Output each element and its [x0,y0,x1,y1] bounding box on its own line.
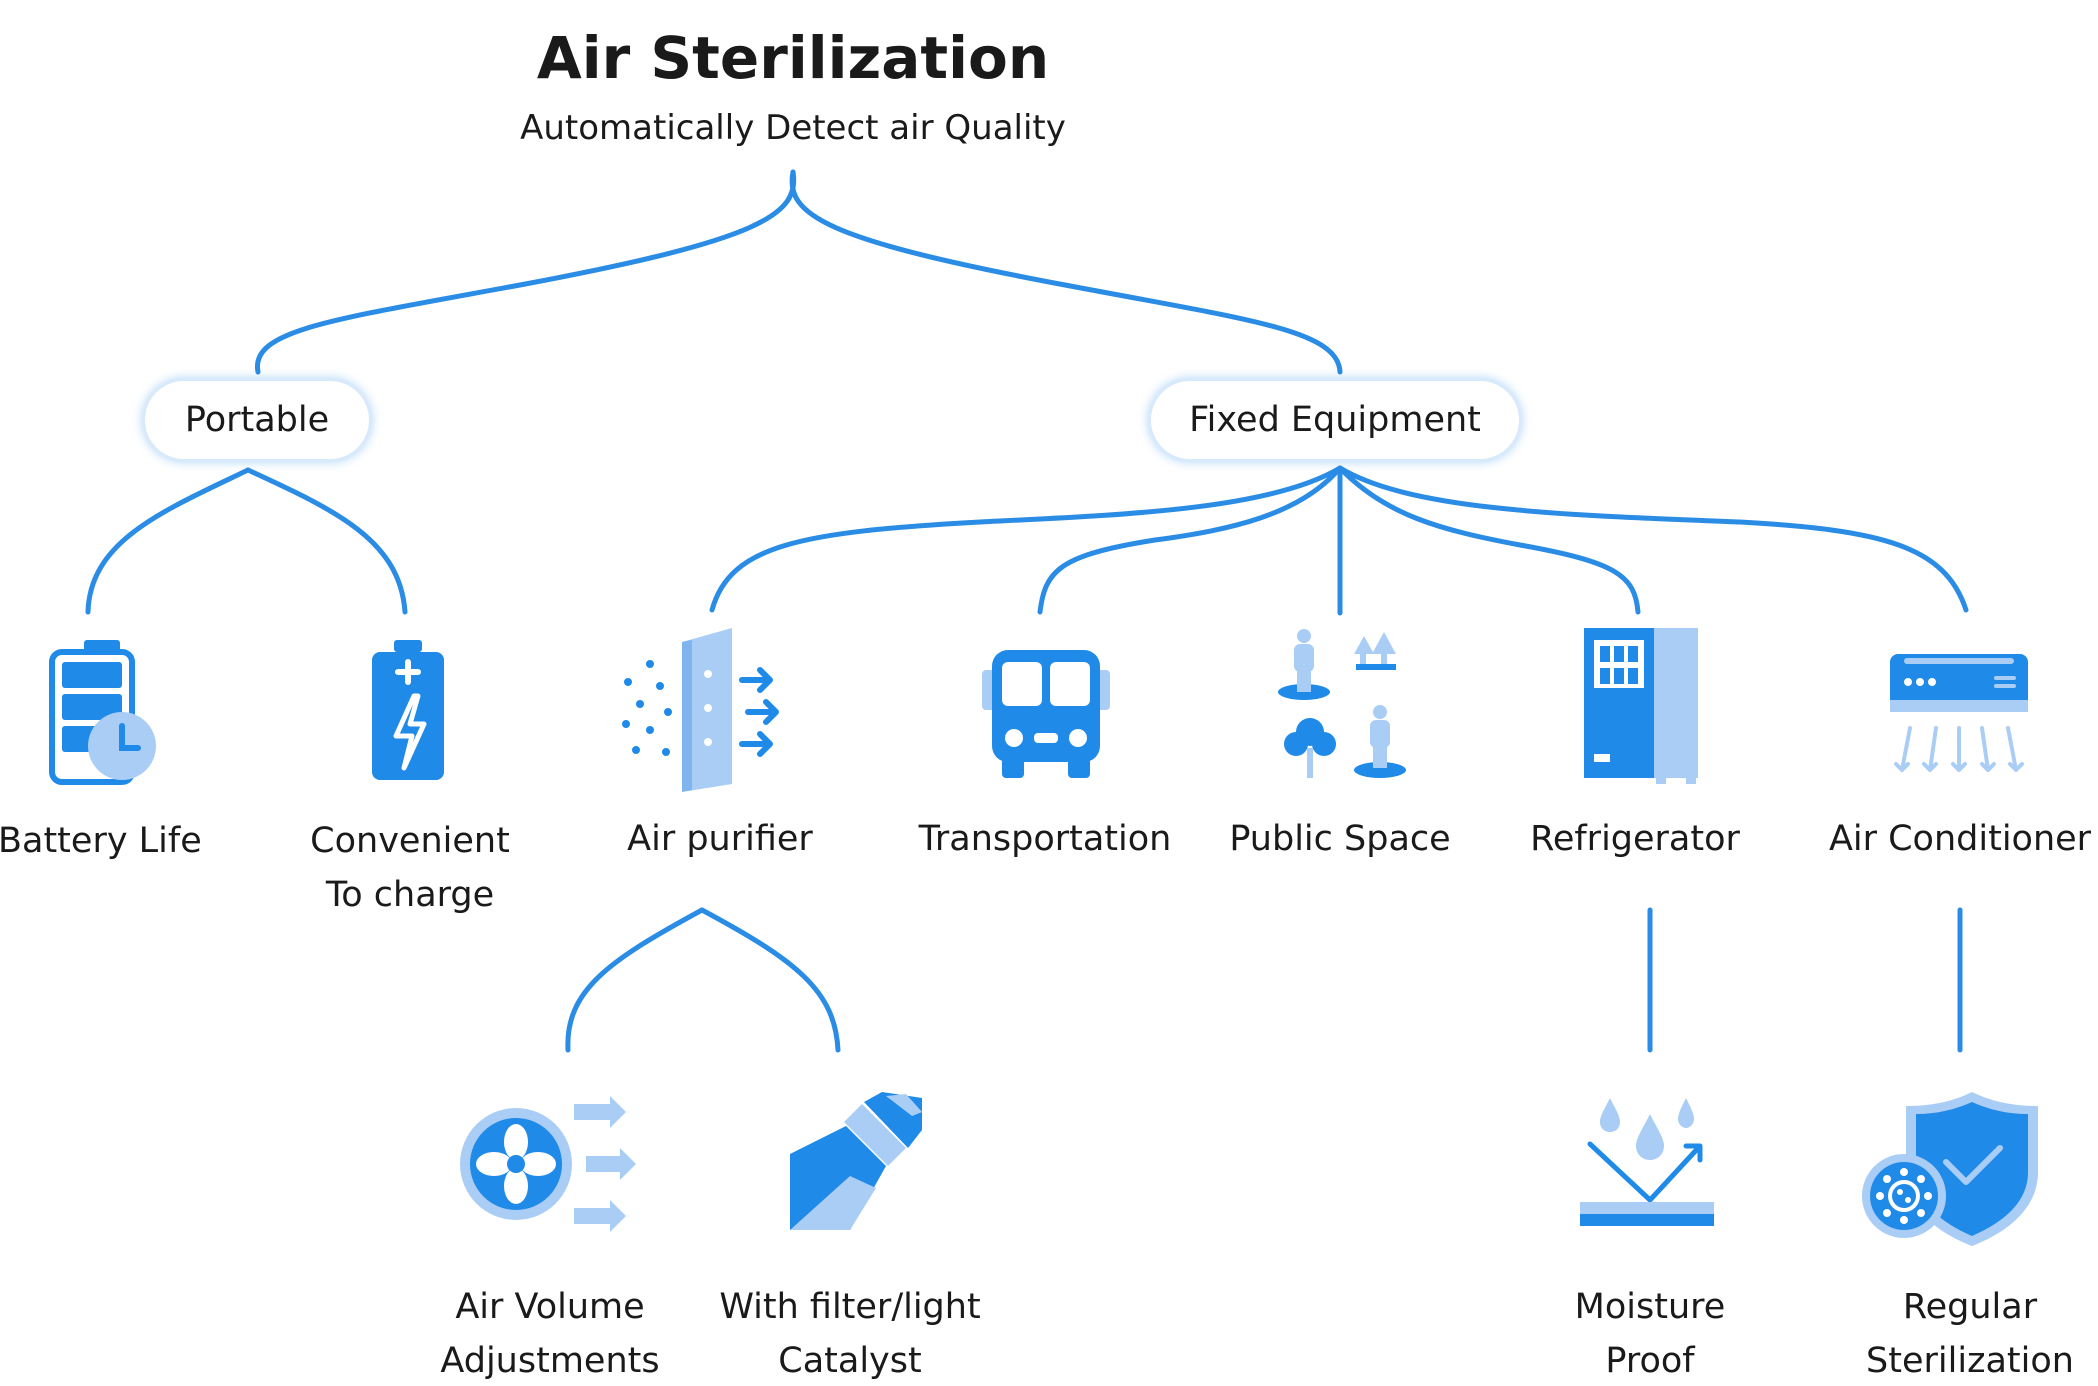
label-air-volume: Air Volume [455,1287,645,1327]
label-sterilization: Sterilization [1866,1341,2074,1381]
label-regular: Regular [1902,1287,2038,1327]
connector-purifier-features-right [699,907,841,1053]
label-air-conditioner: Air Conditioner [1828,819,2092,859]
fan-airflow-icon [460,1096,636,1232]
battery-clock-icon [49,640,156,785]
connector-fixed-transport [1037,465,1343,615]
connector-fixed-conditioner [1337,465,1969,613]
water-drops-icon [1580,1098,1714,1226]
diagram-subtitle: Automatically Detect air Quality [520,108,1066,148]
air-purifier-icon [622,628,779,792]
label-convenient: Convenient [310,821,510,861]
diagram-title: Air Sterilization [536,24,1050,92]
label-public-space: Public Space [1229,819,1451,859]
label-air-purifier: Air purifier [627,819,813,859]
bus-icon [982,650,1110,778]
people-trees-icon [1278,629,1406,778]
connector-root-portable [254,169,797,375]
label-to-charge: To charge [325,875,495,915]
air-conditioner-icon [1890,654,2028,772]
label-proof: Proof [1605,1341,1695,1381]
label-with-filter: With filter/light [719,1287,981,1327]
refrigerator-icon [1584,628,1698,784]
connector-root-fixed [789,169,1343,375]
label-refrigerator: Refrigerator [1530,819,1740,859]
label-catalyst: Catalyst [778,1341,922,1381]
label-moisture: Moisture [1574,1287,1726,1327]
connector-fixed-refrigerator [1337,465,1641,615]
uv-lamp-icon [790,1092,922,1230]
connector-fixed-purifier [709,465,1343,613]
battery-charge-icon [372,640,444,780]
label-adjustments: Adjustments [440,1341,660,1381]
connector-portable-charge [245,467,408,615]
category-fixed-equipment: Fixed Equipment [1148,378,1522,462]
category-portable: Portable [142,378,372,462]
shield-virus-icon [1862,1092,2038,1246]
label-transportation: Transportation [918,819,1172,859]
connector-purifier-features [565,907,705,1053]
label-battery-life: Battery Life [0,821,202,861]
connector-portable-battery [85,467,251,615]
